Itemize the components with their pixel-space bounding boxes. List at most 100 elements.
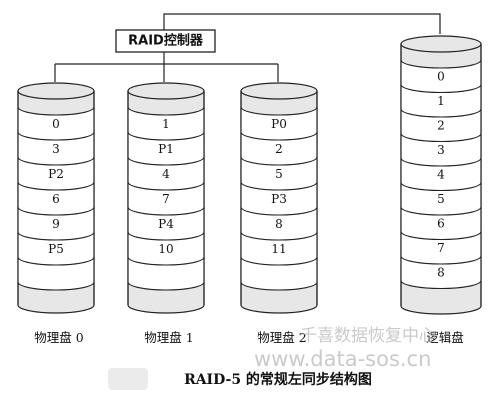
disk-1-label: 物理盘 1 — [144, 330, 193, 345]
disk-1-block-divider — [127, 231, 205, 241]
logical-disk-block-label: 7 — [437, 241, 445, 255]
logical-disk-block-divider — [400, 206, 482, 216]
disk-0-block-divider — [17, 131, 95, 141]
logical-disk-block-label: 1 — [437, 94, 445, 108]
disk-2-block-label: 2 — [275, 142, 283, 156]
disk-1-block-band — [128, 107, 204, 140]
disk-0-block-band — [18, 232, 94, 265]
disk-2-block-band — [241, 157, 317, 190]
disk-2-block-label: P0 — [271, 117, 287, 131]
disk-2-block-divider — [240, 206, 318, 216]
logical-disk-block-band — [401, 256, 481, 289]
disk-1-top — [127, 82, 205, 100]
logical-disk-block-label: 0 — [437, 70, 445, 84]
disk-2-block-divider — [240, 156, 318, 166]
logical-disk-block-band — [401, 60, 481, 93]
disk-1-block-divider — [127, 156, 205, 166]
raid-controller-box — [115, 29, 216, 53]
disk-1: 1P1 4 7P4 10 — [127, 82, 205, 314]
disk-0-label: 物理盘 0 — [34, 330, 83, 345]
logical-disk-block-divider — [400, 255, 482, 265]
disk-1-block-label: P1 — [158, 142, 174, 156]
logical-disk-label: 逻辑盘 — [426, 330, 464, 345]
connection-lines — [54, 13, 441, 82]
logical-disk-block-label: 8 — [437, 266, 445, 280]
disk-1-block-divider — [127, 131, 205, 141]
disk-1-block-label: P4 — [158, 217, 174, 231]
logical-disk-block-label: 3 — [437, 143, 445, 157]
logical-disk-block-band — [401, 84, 481, 117]
blurred-logo — [108, 368, 148, 390]
figure-caption: RAID-5 的常规左同步结构图 — [184, 371, 372, 388]
disk-2-top — [240, 82, 318, 100]
disk-1-block-label: 10 — [158, 242, 173, 256]
disk-2-label: 物理盘 2 — [257, 330, 306, 345]
watermark-brand: 千喜数据恢复中心 — [300, 326, 436, 346]
disk-1-block-label: 1 — [162, 117, 170, 131]
disk-2-block-band — [241, 132, 317, 165]
logical-disk-block-band — [401, 133, 481, 166]
logical-disk-block-divider — [400, 59, 482, 69]
disk-2-block-label: 8 — [275, 217, 283, 231]
disk-1-block-divider — [127, 281, 205, 291]
logical-disk-block-divider — [400, 84, 482, 94]
logical-disk-block-band — [401, 182, 481, 215]
disk-1-block-divider — [127, 181, 205, 191]
logical-disk-block-label: 5 — [437, 192, 445, 206]
logical-disk-block-divider — [400, 108, 482, 118]
disk-2-block-divider — [240, 181, 318, 191]
disk-0-block-divider — [17, 206, 95, 216]
disk-0-block-band — [18, 132, 94, 165]
disk-0-block-band — [18, 107, 94, 140]
logical-disk-block-label: 6 — [437, 217, 445, 231]
disk-1-block-band — [128, 157, 204, 190]
disk-2-block-divider — [240, 131, 318, 141]
disk-0-block-divider — [17, 281, 95, 291]
disk-0-block-label: P2 — [48, 167, 64, 181]
disk-2-block-band — [241, 207, 317, 240]
disk-0-top — [17, 82, 95, 100]
disk-2-block-label: P3 — [271, 192, 287, 206]
disk-2-block-band — [241, 232, 317, 265]
logical-disk-block-band — [401, 158, 481, 191]
disk-0-block-divider — [17, 156, 95, 166]
disk-1-block-divider — [127, 106, 205, 116]
logical-disk-block-band — [401, 109, 481, 142]
disk-0-block-divider — [17, 231, 95, 241]
disk-2-block-divider — [240, 281, 318, 291]
logical-disk-block-divider — [400, 133, 482, 143]
disk-1-block-label: 7 — [162, 192, 170, 206]
logical-disk-block-band — [401, 207, 481, 240]
disk-2-block-divider — [240, 231, 318, 241]
disk-1-block-band — [128, 232, 204, 265]
raid-controller: RAID控制器 — [115, 29, 216, 53]
disk-2-block-label: 5 — [275, 167, 283, 181]
disk-0-block-band — [18, 182, 94, 215]
line-controller-to-logical — [163, 13, 441, 34]
logical-disk-block-divider — [400, 182, 482, 192]
disk-2-block-band — [241, 107, 317, 140]
disk-2-block-band — [241, 257, 317, 290]
disk-2-block-divider — [240, 256, 318, 266]
watermark-url: www.data-sos.cn — [254, 347, 431, 371]
logical-disk-block-divider — [400, 231, 482, 241]
disk-1-block-label: 4 — [162, 167, 170, 181]
raid-controller-label: RAID控制器 — [128, 33, 204, 49]
disk-0-block-label: 3 — [52, 142, 60, 156]
disk-0-block-band — [18, 207, 94, 240]
logical-disk-block-divider — [400, 280, 482, 290]
disk-0-block-divider — [17, 181, 95, 191]
disk-1-block-divider — [127, 256, 205, 266]
logical-disk-top — [400, 35, 482, 53]
logical-disk-block-band — [401, 231, 481, 264]
disk-0-block-label: P5 — [48, 242, 64, 256]
disk-1-block-band — [128, 257, 204, 290]
logical-disk-block-label: 2 — [437, 119, 445, 133]
disk-1-block-divider — [127, 206, 205, 216]
disk-0-block-band — [18, 257, 94, 290]
